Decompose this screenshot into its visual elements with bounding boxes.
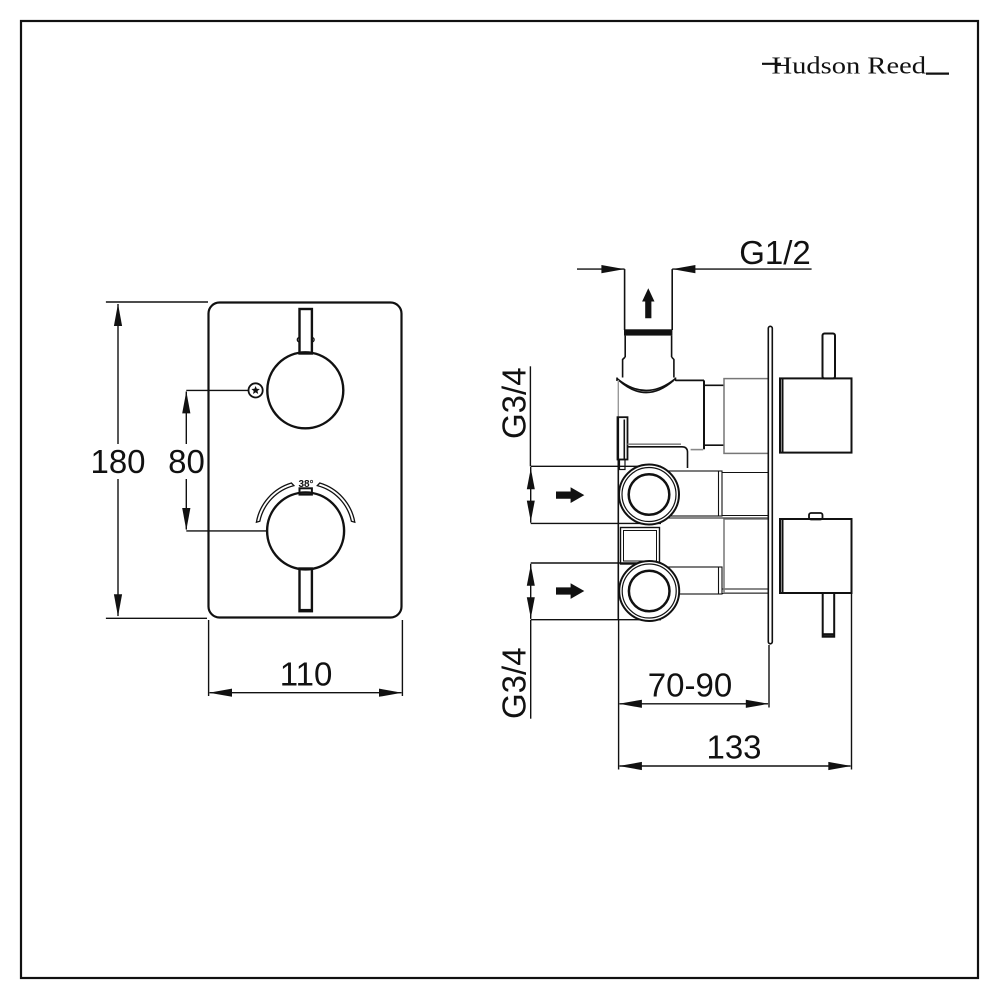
svg-text:G3/4: G3/4: [496, 647, 533, 719]
svg-text:G3/4: G3/4: [496, 367, 533, 439]
svg-text:133: 133: [706, 729, 761, 766]
svg-text:180: 180: [90, 443, 145, 480]
svg-text:Hudson Reed: Hudson Reed: [772, 53, 927, 79]
svg-text:80: 80: [168, 443, 205, 480]
svg-text:G1/2: G1/2: [739, 234, 811, 271]
svg-text:38°: 38°: [298, 479, 313, 490]
svg-text:110: 110: [280, 655, 333, 692]
svg-text:70-90: 70-90: [648, 666, 732, 703]
